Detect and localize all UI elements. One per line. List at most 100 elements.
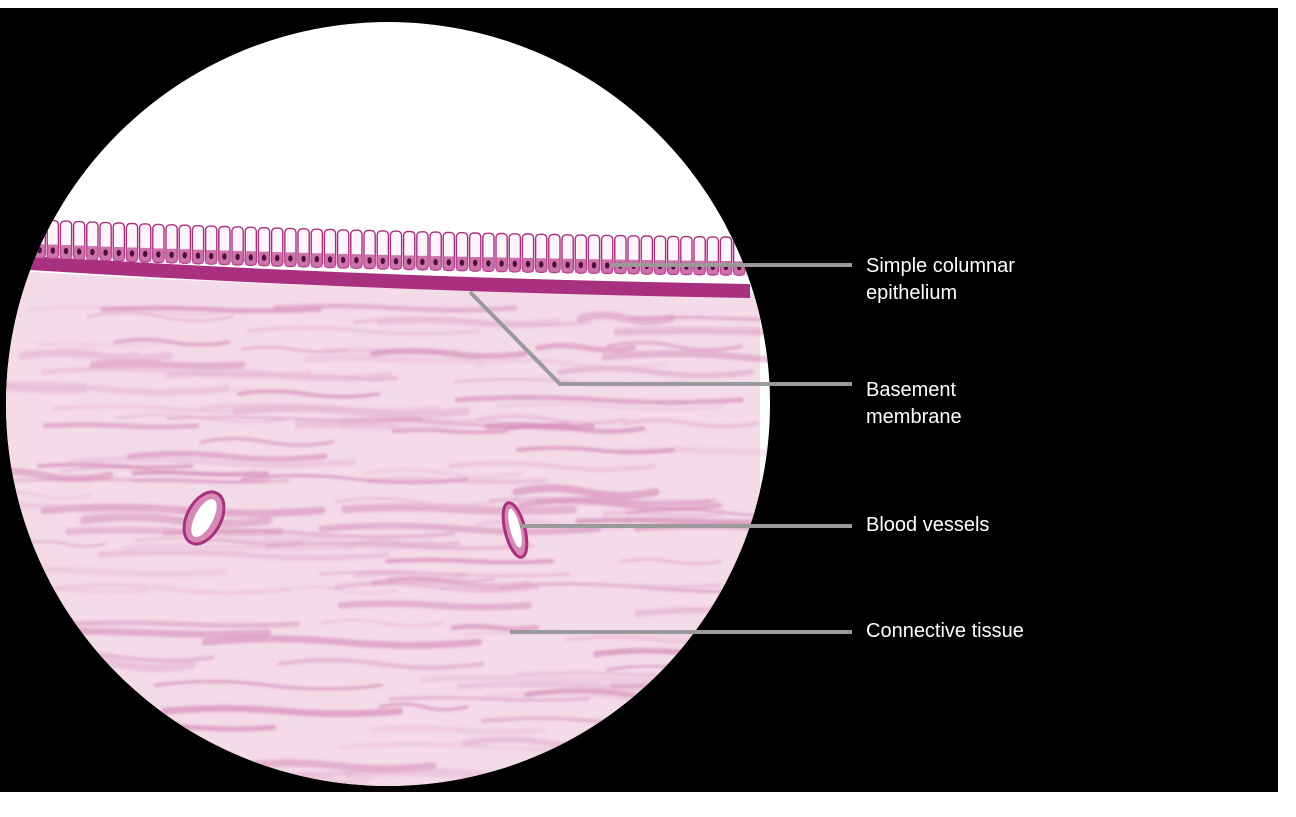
collagen-fiber bbox=[272, 303, 518, 313]
collagen-fiber bbox=[236, 389, 380, 399]
collagen-fiber bbox=[511, 484, 660, 500]
collagen-fiber bbox=[24, 540, 107, 548]
collagen-fiber bbox=[295, 422, 396, 432]
collagen-fiber bbox=[161, 705, 403, 718]
collagen-fiber bbox=[419, 674, 667, 684]
collagen-fiber bbox=[454, 395, 744, 405]
collagen-fiber bbox=[238, 759, 437, 773]
cell-nucleus bbox=[248, 254, 253, 261]
collagen-fiber bbox=[42, 422, 200, 430]
collagen-fiber bbox=[59, 466, 258, 477]
cell-nucleus bbox=[446, 259, 451, 266]
collagen-fiber bbox=[450, 623, 539, 632]
cell-nucleus bbox=[50, 247, 55, 254]
collagen-fiber bbox=[345, 769, 576, 781]
collagen-fiber bbox=[286, 584, 398, 596]
collagen-fiber bbox=[133, 477, 271, 484]
cell-nucleus bbox=[341, 256, 346, 264]
collagen-fiber bbox=[556, 366, 754, 379]
collagen-fiber bbox=[23, 627, 272, 638]
collagen-fiber bbox=[369, 348, 528, 359]
collagen-fiber bbox=[131, 470, 270, 477]
collagen-fiber bbox=[553, 751, 770, 762]
cell-nucleus bbox=[116, 249, 122, 257]
collagen-fiber bbox=[484, 422, 595, 431]
collagen-fiber bbox=[606, 340, 743, 352]
cell-nucleus bbox=[473, 259, 478, 267]
collagen-fiber bbox=[473, 357, 666, 371]
cell-nucleus bbox=[539, 261, 544, 268]
collagen-fiber bbox=[241, 474, 469, 485]
collagen-fiber bbox=[364, 467, 523, 479]
cell-nucleus bbox=[407, 258, 412, 265]
cell-nucleus bbox=[195, 252, 201, 259]
collagen-fiber bbox=[333, 581, 539, 593]
collagen-fiber bbox=[475, 413, 628, 426]
collagen-fiber bbox=[116, 413, 294, 424]
collagen-fiber bbox=[497, 581, 721, 589]
label-connective-tissue: Connective tissue bbox=[866, 618, 1024, 645]
collagen-fiber bbox=[127, 450, 328, 462]
leader-line-basement-membrane bbox=[468, 290, 852, 386]
collagen-fiber bbox=[6, 380, 231, 396]
collagen-fiber bbox=[318, 522, 601, 535]
collagen-fiber bbox=[601, 350, 770, 364]
collagen-fiber bbox=[6, 758, 115, 770]
label-line: Blood vessels bbox=[866, 514, 990, 536]
collagen-fiber bbox=[638, 703, 765, 713]
cell-nucleus bbox=[261, 254, 267, 261]
collagen-fiber bbox=[6, 490, 92, 500]
collagen-fiber bbox=[62, 755, 214, 765]
collagen-fiber bbox=[50, 583, 291, 595]
collagen-fiber bbox=[6, 468, 114, 483]
collagen-fiber bbox=[36, 462, 194, 470]
label-simple-columnar-epithelium: Simple columnar epithelium bbox=[866, 253, 1015, 307]
cell-nucleus bbox=[380, 257, 385, 265]
cell-nucleus bbox=[512, 260, 517, 267]
collagen-fiber bbox=[618, 558, 722, 565]
cell-nucleus bbox=[433, 258, 438, 266]
cell-nucleus bbox=[37, 247, 42, 254]
collagen-fiber bbox=[51, 404, 295, 414]
collagen-fiber bbox=[369, 725, 546, 735]
cell-nucleus bbox=[552, 261, 557, 268]
collagen-fiber bbox=[575, 517, 770, 525]
collagen-fiber bbox=[164, 368, 393, 382]
collagen-fiber bbox=[448, 460, 657, 472]
collagen-fiber bbox=[86, 311, 234, 322]
cell-nucleus bbox=[605, 262, 610, 269]
collagen-fiber bbox=[79, 513, 273, 528]
collagen-fiber bbox=[199, 402, 440, 414]
collagen-fiber bbox=[320, 618, 445, 628]
collagen-fiber bbox=[6, 740, 125, 753]
cell-nucleus bbox=[209, 252, 214, 260]
collagen-fiber bbox=[35, 342, 159, 348]
collagen-fiber bbox=[65, 620, 300, 629]
collagen-fiber bbox=[294, 418, 383, 427]
micrograph-frame: Simple columnar epithelium Basement memb… bbox=[0, 8, 1278, 792]
cell-nucleus bbox=[420, 258, 425, 265]
cell-nucleus bbox=[143, 250, 148, 258]
cell-nucleus bbox=[393, 258, 399, 265]
cell-nucleus bbox=[77, 248, 82, 255]
collagen-fiber bbox=[89, 360, 246, 370]
cell-nucleus bbox=[156, 251, 161, 258]
collagen-fiber bbox=[199, 437, 335, 447]
cell-nucleus bbox=[288, 255, 293, 262]
collagen-fiber bbox=[496, 402, 725, 411]
cell-nucleus bbox=[103, 249, 108, 256]
collagen-fiber bbox=[68, 456, 357, 468]
collagen-fiber bbox=[352, 317, 592, 328]
collagen-fiber bbox=[6, 777, 154, 786]
epithelial-cell bbox=[746, 236, 759, 277]
collagen-fiber bbox=[651, 681, 762, 691]
collagen-fiber bbox=[6, 502, 180, 516]
cell-nucleus bbox=[327, 256, 333, 263]
cell-nucleus bbox=[314, 256, 319, 263]
collagen-fiber bbox=[50, 346, 140, 360]
collagen-fiber bbox=[516, 767, 770, 776]
collagen-fiber bbox=[201, 635, 483, 649]
collagen-fiber bbox=[515, 445, 675, 455]
label-line: Connective tissue bbox=[866, 620, 1024, 642]
collagen-fiber bbox=[153, 679, 383, 691]
